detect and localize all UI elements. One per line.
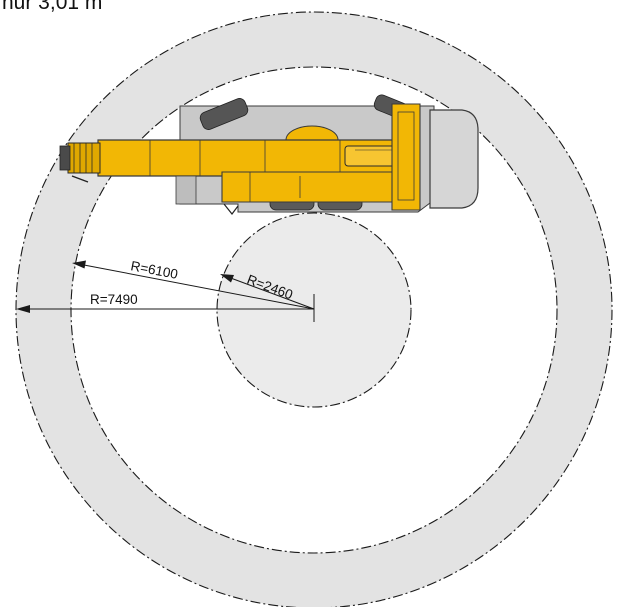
radius-arrow-middle [72, 260, 86, 269]
radius-arrow-outer [16, 305, 30, 313]
hook-block [59, 145, 71, 171]
turret-detail [397, 111, 415, 201]
track-pad-front-left [199, 98, 249, 130]
crane-rear-cab [429, 109, 479, 209]
boom-tip [67, 142, 101, 174]
outrigger-left [175, 175, 197, 205]
radius-arrow-inner [220, 274, 234, 283]
hook-claw [223, 203, 239, 215]
radius-label-outer: R=7490 [90, 292, 138, 307]
radius-line-inner [227, 276, 315, 310]
radius-line-middle [83, 264, 315, 310]
crane-top-view [59, 94, 479, 215]
hook-cable [71, 175, 89, 183]
turret-column [391, 103, 421, 211]
caption: nur 3,01 m [2, 0, 102, 14]
